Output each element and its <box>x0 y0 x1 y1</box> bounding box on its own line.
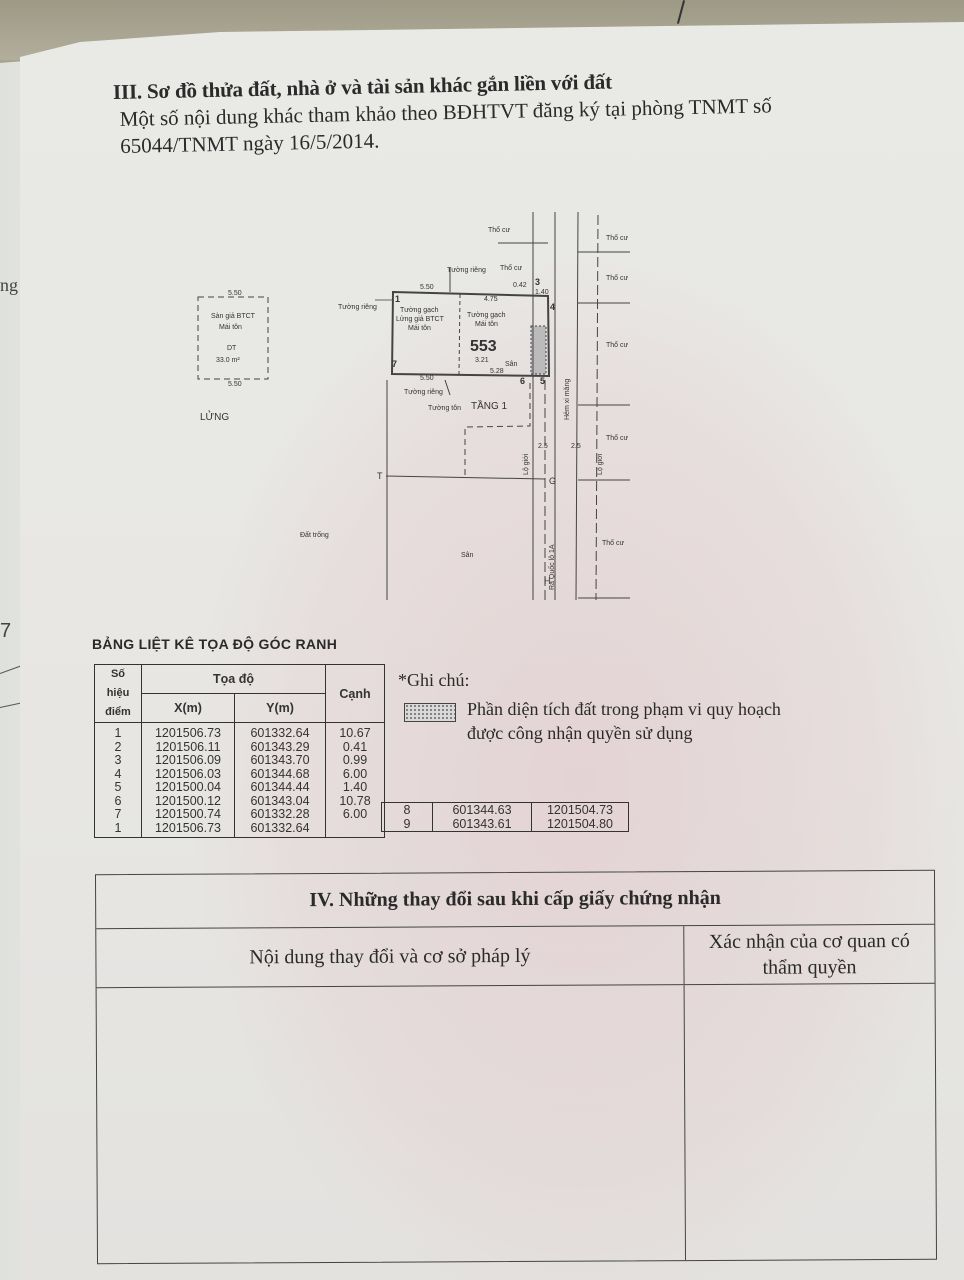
header-change-content: Nội dung thay đổi và cơ sở pháp lý <box>96 926 685 988</box>
cell-x: 1201500.04 <box>141 780 235 795</box>
section4-header-row: Nội dung thay đổi và cơ sở pháp lý Xác n… <box>96 924 935 989</box>
header-y: Y(m) <box>234 693 326 723</box>
cell-x: 1201506.73 <box>141 821 235 838</box>
cell-point: 8 <box>381 802 433 817</box>
cell-edge: 10.78 <box>325 794 385 808</box>
cell-point: 9 <box>381 817 433 832</box>
cell-edge: 10.67 <box>325 722 385 741</box>
certificate-page <box>20 22 964 1280</box>
cell-x: 1201500.74 <box>141 807 235 822</box>
cell-point: 1 <box>94 821 142 838</box>
cell-y: 601343.70 <box>234 753 326 768</box>
cell-edge: 1.40 <box>325 780 385 795</box>
cell-point: 5 <box>94 780 142 795</box>
cell-point: 7 <box>94 807 142 822</box>
cell-x: 1201506.11 <box>141 740 235 754</box>
cell-edge: 6.00 <box>325 767 385 781</box>
cell-x: 1201504.73 <box>531 802 629 817</box>
handwritten-mark: 7 <box>0 620 12 642</box>
section4-changes-table: IV. Những thay đổi sau khi cấp giấy chứn… <box>94 869 938 1265</box>
coordinate-table-title: BẢNG LIỆT KÊ TỌA ĐỘ GÓC RANH <box>92 636 338 652</box>
authority-confirmation-cell <box>685 984 936 1260</box>
header-authority-confirmation: Xác nhận của cơ quan có thẩm quyền <box>684 925 934 984</box>
cell-x: 1201506.73 <box>141 722 235 741</box>
header-point: Số hiệu điểm <box>94 664 142 723</box>
cell-point: 1 <box>94 722 142 741</box>
cell-x: 1201506.03 <box>141 767 235 781</box>
cell-x: 1201500.12 <box>141 794 235 808</box>
cell-y: 601332.64 <box>234 821 326 838</box>
section4-title: IV. Những thay đổi sau khi cấp giấy chứn… <box>95 870 935 930</box>
dotted-hatch-swatch-icon <box>404 703 456 722</box>
header-x: X(m) <box>141 693 235 723</box>
cell-x: 1201504.80 <box>531 817 629 832</box>
cell-point: 4 <box>94 767 142 781</box>
cell-point: 2 <box>94 740 142 754</box>
legend-item-text: Phần diện tích đất trong phạm vi quy hoạ… <box>467 699 781 743</box>
legend-title: *Ghi chú: <box>398 670 470 690</box>
section4-body-row <box>96 984 936 1264</box>
pen-mark <box>0 665 21 674</box>
cell-edge: 6.00 <box>325 807 385 822</box>
change-content-cell <box>96 985 687 1264</box>
cell-y: 601343.29 <box>234 740 326 754</box>
cell-y: 601332.28 <box>234 807 326 822</box>
cell-y: 601343.04 <box>234 794 326 808</box>
cell-x: 1201506.09 <box>141 753 235 768</box>
cell-point: 6 <box>94 794 142 808</box>
cell-edge: 0.41 <box>325 740 385 754</box>
cell-y: 601344.44 <box>234 780 326 795</box>
cell-edge: 0.99 <box>325 753 385 768</box>
cell-y: 601344.63 <box>432 802 532 817</box>
left-page-text-fragment: ng <box>0 275 18 295</box>
cell-y: 601343.61 <box>432 817 532 832</box>
cell-edge <box>325 821 385 838</box>
cell-point: 3 <box>94 753 142 768</box>
cell-y: 601332.64 <box>234 722 326 741</box>
header-authority-confirmation-text: Xác nhận của cơ quan có thẩm quyền <box>708 929 910 979</box>
cell-y: 601344.68 <box>234 767 326 781</box>
header-edge: Cạnh <box>325 664 385 723</box>
header-coord-group: Tọa độ <box>141 664 326 694</box>
